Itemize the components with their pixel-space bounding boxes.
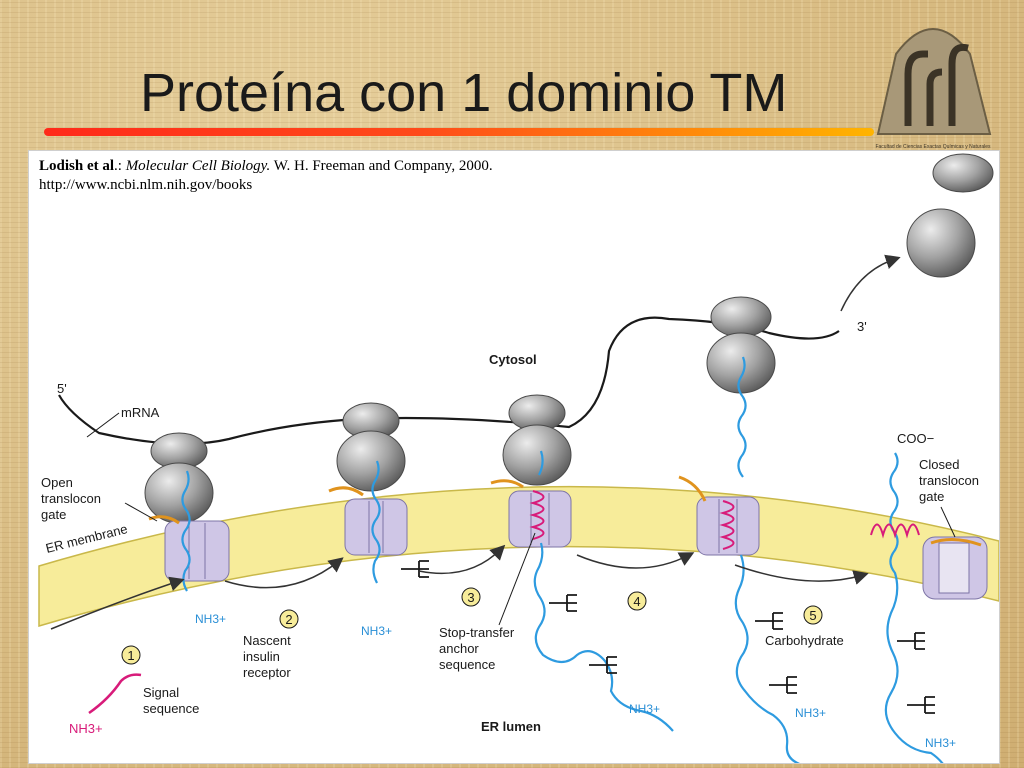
coo-label: COO− [897, 431, 934, 446]
step-1-number: 1 [127, 648, 134, 663]
carbohydrate-trees [401, 560, 935, 714]
signal-line-1: Signal [143, 685, 179, 700]
step-arrow-4 [576, 552, 695, 569]
ribosome-3 [502, 394, 572, 486]
nh3-label-1: NH3+ [195, 612, 226, 626]
gate-2 [328, 486, 364, 497]
ribosome-2 [336, 402, 406, 492]
citation-separator: .: [114, 158, 126, 174]
signal-sequence-chain [88, 673, 142, 715]
stop-transfer-line-1: Stop-transfer [439, 625, 515, 640]
nh3-label-3: NH3+ [629, 702, 660, 716]
citation-authors: Lodish et al [39, 158, 115, 174]
mrna-label: mRNA [121, 405, 160, 420]
step-arrow-5 [734, 564, 869, 585]
stop-transfer-line-3: sequence [439, 657, 495, 672]
nh3-label-signal: NH3+ [69, 721, 103, 736]
nascent-line-3: receptor [243, 665, 291, 680]
gate-3 [490, 479, 524, 489]
open-gate-line-1: Open [41, 475, 73, 490]
peptide-4 [734, 356, 800, 763]
translocon-1 [164, 520, 230, 582]
step-5: 5 [803, 605, 823, 625]
step-arrow-3 [418, 544, 506, 575]
citation-book: Molecular Cell Biology. [125, 158, 271, 174]
helix-5 [870, 523, 920, 539]
er-lumen-label: ER lumen [481, 719, 541, 734]
step-5-number: 5 [809, 608, 816, 623]
step-2: 2 [279, 609, 299, 629]
gate-4 [678, 475, 707, 502]
citation: Lodish et al.: Molecular Cell Biology. W… [39, 157, 493, 195]
signal-label: Signal sequence [143, 685, 199, 716]
closed-gate-line-1: Closed [919, 457, 959, 472]
ribosome-4 [706, 296, 776, 394]
stop-transfer-label: Stop-transfer anchor sequence [439, 532, 536, 672]
open-gate-label: Open translocon gate [41, 475, 158, 522]
ribosome-1 [144, 432, 214, 524]
translocation-diagram: 5' 3' mRNA Cytosol [38, 153, 999, 763]
closed-gate-line-2: translocon [919, 473, 979, 488]
step-2-number: 2 [285, 612, 292, 627]
step-1: 1 [121, 645, 141, 665]
five-prime-label: 5' [57, 381, 67, 396]
step-arrow-1 [50, 576, 185, 630]
nh3-label-5: NH3+ [925, 736, 956, 750]
figure-panel: Lodish et al.: Molecular Cell Biology. W… [28, 150, 1000, 764]
release-arrow [840, 254, 901, 312]
title-underline [44, 128, 874, 136]
peptide-3 [533, 450, 674, 732]
nascent-line-2: insulin [243, 649, 280, 664]
step-arrow-2 [224, 557, 344, 589]
peptide-5 [884, 452, 944, 763]
open-gate-line-3: gate [41, 507, 66, 522]
citation-url: http://www.ncbi.nlm.nih.gov/books [39, 177, 253, 193]
nascent-label: Nascent insulin receptor [243, 633, 291, 680]
signal-line-2: sequence [143, 701, 199, 716]
translocon-closed [922, 536, 988, 600]
faculty-logo: Facultad de Ciencias Exactas Químicas y … [875, 28, 992, 150]
helix-4 [719, 500, 735, 550]
step-3: 3 [461, 587, 481, 607]
three-prime-label: 3' [857, 319, 867, 334]
open-gate-line-2: translocon [41, 491, 101, 506]
step-3-number: 3 [467, 590, 474, 605]
citation-publisher: W. H. Freeman and Company, 2000. [270, 158, 493, 174]
step-4-number: 4 [633, 594, 640, 609]
slide-title: Proteína con 1 dominio TM [140, 63, 788, 123]
translocon-2 [344, 498, 408, 556]
nh3-label-2: NH3+ [361, 624, 392, 638]
peptide-2 [371, 460, 381, 584]
nascent-line-1: Nascent [243, 633, 291, 648]
logo-caption: Facultad de Ciencias Exactas Químicas y … [875, 144, 991, 150]
helix-3 [529, 490, 545, 540]
stop-transfer-line-2: anchor [439, 641, 479, 656]
gate-closed [930, 538, 982, 547]
closed-gate-line-3: gate [919, 489, 944, 504]
nh3-label-4: NH3+ [795, 706, 826, 720]
carbohydrate-label: Carbohydrate [765, 633, 844, 648]
cytosol-label: Cytosol [489, 352, 537, 367]
step-4: 4 [627, 591, 647, 611]
released-ribosome-subunits [906, 153, 994, 278]
peptide-1 [181, 470, 191, 592]
closed-gate-label: Closed translocon gate [919, 457, 979, 538]
translocon-3 [508, 490, 572, 548]
